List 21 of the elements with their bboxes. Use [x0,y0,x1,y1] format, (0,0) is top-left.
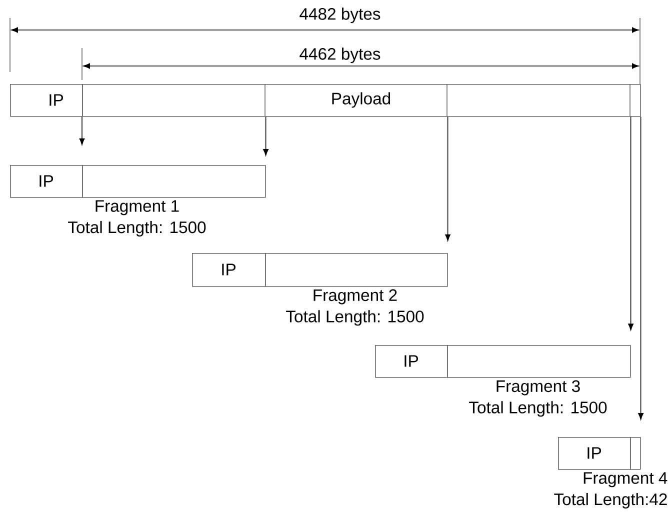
dimension-label: 4462 bytes [300,48,380,64]
arrow [445,116,450,242]
data-box [265,253,448,287]
fragment-caption: Fragment 4 Total Length:42 [554,472,668,508]
fragment-caption: Fragment 2 Total Length: 1500 [286,289,424,326]
arrow [79,116,85,146]
payload-box: Payload [82,84,641,117]
header-box: IP [10,84,83,117]
fragment-caption: Fragment 1 Total Length: 1500 [68,200,206,236]
dimension-label: 4482 bytes [300,8,380,24]
fragment-caption: Fragment 3 Total Length: 1500 [469,380,607,417]
data-box [630,437,641,470]
arrow [263,116,268,156]
header-box: IP [558,437,631,470]
arrow [628,116,634,330]
header-box: IP [10,165,83,198]
arrow [638,116,644,420]
header-box: IP [192,253,266,287]
data-box [82,165,266,198]
data-box [447,345,631,378]
header-box: IP [375,345,448,378]
